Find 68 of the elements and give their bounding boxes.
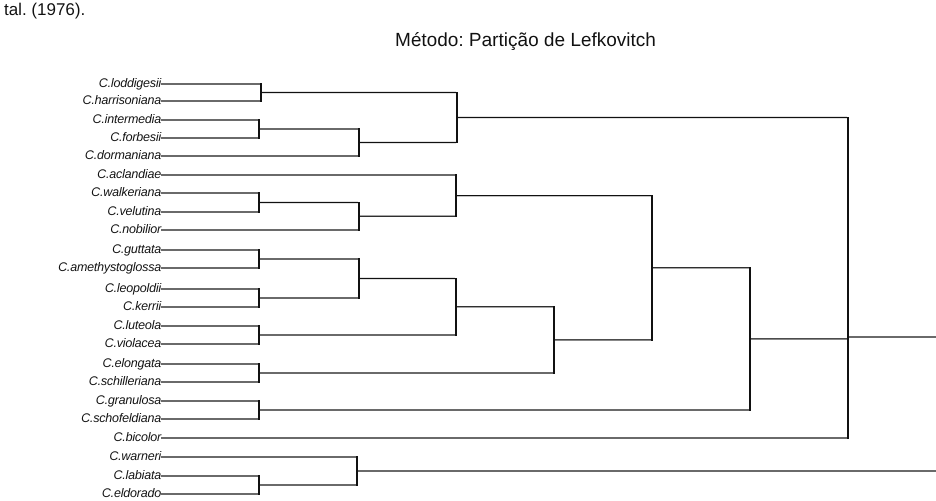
dendrogram-branch	[161, 475, 258, 477]
dendrogram-branch	[161, 137, 258, 139]
dendrogram-branch	[161, 437, 847, 439]
taxon-label: C.walkeriana	[91, 184, 161, 200]
chart-title: Método: Partição de Lefkovitch	[395, 30, 656, 52]
dendrogram-branch	[751, 338, 847, 340]
dendrogram-branch	[161, 211, 258, 213]
taxon-label: C.guttata	[112, 241, 161, 257]
dendrogram-branch	[457, 306, 553, 308]
dendrogram-branch	[555, 339, 651, 341]
dendrogram-branch	[262, 92, 456, 94]
taxon-label: C.harrisoniana	[82, 92, 161, 108]
taxon-label: C.aclandiae	[97, 166, 161, 182]
dendrogram-branch	[260, 409, 749, 411]
dendrogram-branch	[260, 202, 358, 204]
taxon-label: C.luteola	[113, 317, 161, 333]
dendrogram-branch	[360, 278, 455, 280]
dendrogram-branch	[360, 142, 456, 144]
taxon-label: C.granulosa	[96, 392, 161, 408]
taxon-label: C.leopoldii	[104, 280, 161, 296]
cut-off-text: tal. (1976).	[4, 0, 86, 20]
taxon-label: C.schilleriana	[88, 373, 161, 389]
taxon-label: C.velutina	[107, 203, 161, 219]
dendrogram-branch	[358, 470, 936, 472]
dendrogram-branch	[653, 267, 749, 268]
dendrogram-branch	[161, 119, 258, 121]
dendrogram-branch	[161, 100, 260, 102]
dendrogram-branch	[161, 306, 258, 308]
taxon-label: C.schofeldiana	[81, 410, 161, 426]
dendrogram-branch	[457, 194, 651, 196]
dendrogram-branch	[161, 456, 356, 458]
dendrogram-branch	[161, 229, 358, 231]
taxon-label: C.warneri	[109, 448, 161, 464]
taxon-label: C.eldorado	[102, 485, 161, 501]
dendrogram-branch	[849, 336, 936, 338]
dendrogram-branch	[260, 334, 455, 336]
taxon-label: C.kerrii	[123, 298, 161, 314]
taxon-label: C.dormaniana	[84, 147, 161, 163]
dendrogram-branch	[161, 288, 258, 290]
dendrogram-branch	[161, 192, 258, 194]
dendrogram-branch	[260, 372, 553, 374]
dendrogram-branch	[260, 297, 358, 299]
dendrogram-branch	[360, 216, 455, 217]
dendrogram-branch	[161, 418, 258, 420]
dendrogram-branch	[161, 174, 455, 176]
dendrogram-branch	[458, 116, 847, 118]
dendrogram-branch	[161, 249, 258, 251]
dendrogram-branch	[260, 258, 358, 260]
dendrogram-branch	[161, 83, 260, 85]
dendrogram-branch	[260, 484, 356, 486]
taxon-label: C.labiata	[113, 467, 161, 483]
dendrogram-branch	[161, 267, 258, 269]
dendrogram-branch	[161, 155, 358, 157]
taxon-label: C.nobilior	[110, 221, 161, 237]
taxon-label: C.elongata	[102, 355, 161, 371]
taxon-label: C.intermedia	[92, 111, 161, 127]
taxon-label: C.amethystoglossa	[58, 259, 161, 275]
dendrogram-branch	[161, 325, 258, 327]
taxon-label: C.bicolor	[113, 429, 161, 445]
dendrogram-branch	[161, 493, 258, 495]
taxon-label: C.violacea	[104, 335, 161, 351]
dendrogram-branch	[161, 400, 258, 402]
dendrogram-branch	[161, 343, 258, 345]
dendrogram-branch	[161, 363, 258, 365]
taxon-label: C.loddigesii	[98, 75, 161, 91]
dendrogram-branch	[260, 128, 358, 130]
dendrogram-branch	[161, 381, 258, 383]
taxon-label: C.forbesii	[110, 129, 161, 145]
